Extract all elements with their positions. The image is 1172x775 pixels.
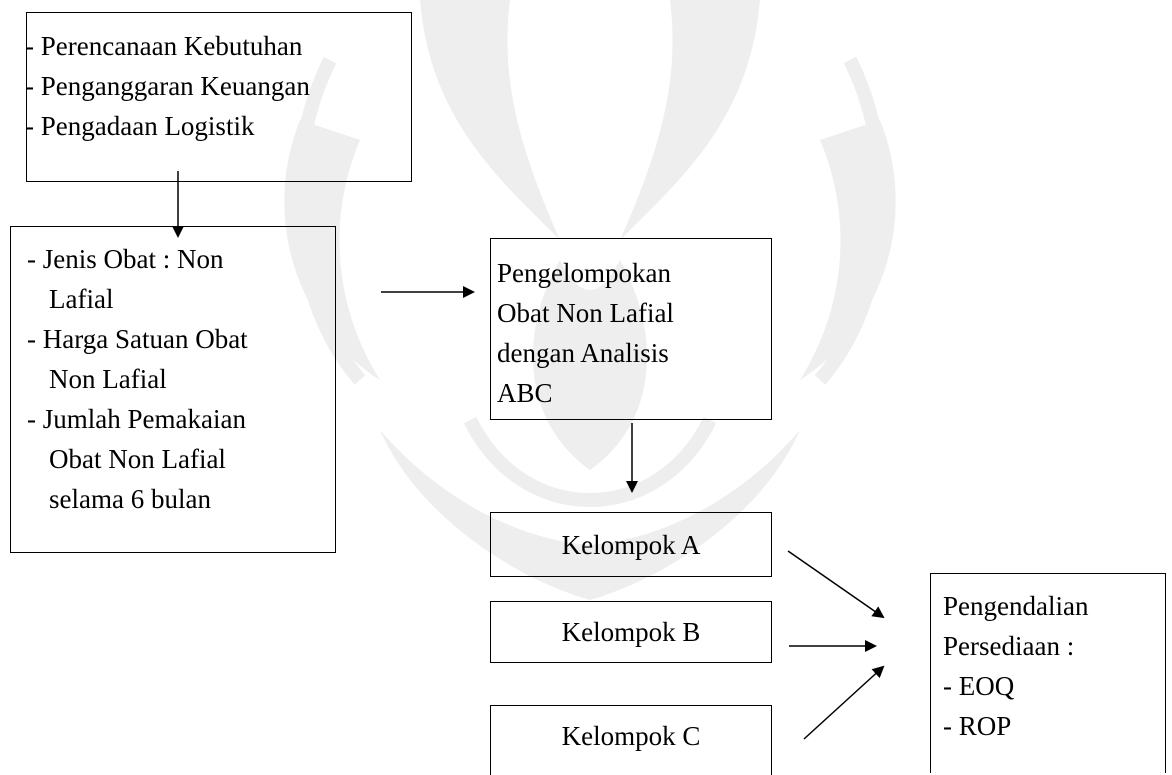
group-a-label: Kelompok A — [561, 530, 701, 560]
inputs-line-7: selama 6 bulan — [49, 484, 211, 514]
inputs-line-1: - Jenis Obat : Non — [27, 244, 224, 274]
inputs-line-6: Obat Non Lafial — [49, 444, 226, 474]
group-a-box: Kelompok A — [490, 512, 772, 577]
planning-line-3: - Pengadaan Logistik — [25, 111, 255, 141]
inputs-box: - Jenis Obat : Non Lafial - Harga Satuan… — [10, 226, 336, 553]
grouping-line-2: Obat Non Lafial — [497, 298, 674, 328]
control-line-1: Pengendalian — [943, 591, 1089, 621]
grouping-line-4: ABC — [497, 378, 553, 408]
inputs-line-5: - Jumlah Pemakaian — [27, 404, 246, 434]
inputs-line-3: - Harga Satuan Obat — [27, 324, 248, 354]
group-c-label: Kelompok C — [561, 721, 701, 751]
control-box: Pengendalian Persediaan : - EOQ - ROP — [930, 573, 1166, 773]
grouping-line-1: Pengelompokan — [497, 258, 671, 288]
group-b-label: Kelompok B — [561, 617, 701, 647]
group-b-box: Kelompok B — [490, 601, 772, 663]
group-c-box: Kelompok C — [490, 705, 772, 775]
planning-box: - Perencanaan Kebutuhan - Penganggaran K… — [25, 12, 412, 182]
arrow-group-a-to-control — [787, 550, 885, 619]
planning-line-2: - Penganggaran Keuangan — [25, 71, 310, 101]
grouping-box: Pengelompokan Obat Non Lafial dengan Ana… — [490, 238, 772, 420]
arrow-group-c-to-control — [803, 665, 885, 740]
control-line-3: - EOQ — [943, 671, 1015, 701]
control-line-4: - ROP — [943, 711, 1012, 741]
planning-line-1: - Perencanaan Kebutuhan — [25, 31, 303, 61]
grouping-line-3: dengan Analisis — [497, 338, 669, 368]
inputs-line-4: Non Lafial — [49, 364, 167, 394]
inputs-line-2: Lafial — [49, 284, 114, 314]
control-line-2: Persediaan : — [943, 631, 1075, 661]
